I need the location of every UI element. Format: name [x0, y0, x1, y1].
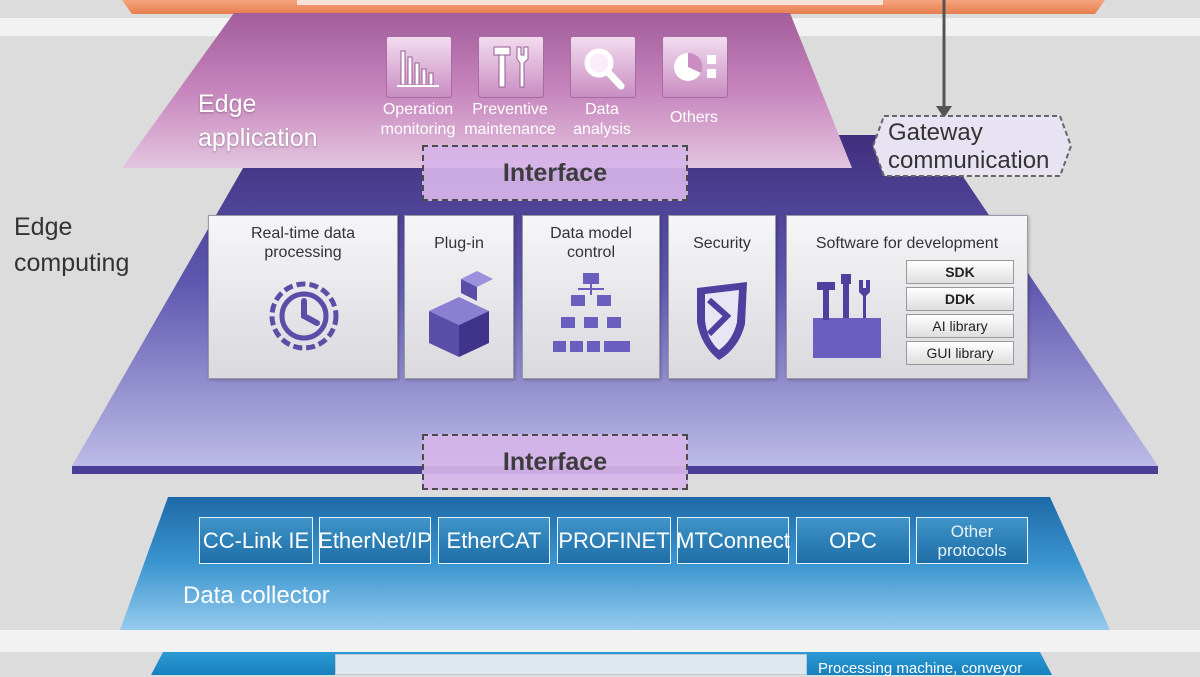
app-tile-operation-monitoring — [386, 36, 452, 98]
tools-icon — [493, 46, 529, 88]
module-title-security: Security — [693, 235, 751, 252]
app-caption-preventive-maintenance-line1: Preventive — [472, 101, 548, 118]
hierarchy-icon — [553, 273, 630, 352]
module-card-data-model: Data model control — [522, 215, 660, 379]
module-card-realtime: Real-time data processing — [208, 215, 398, 379]
app-caption-operation-monitoring-line2: monitoring — [380, 121, 456, 138]
protocol-cc-link-ie: CC-Link IE — [199, 517, 313, 564]
background-band-bottom — [0, 630, 1200, 652]
app-caption-data-analysis-line2: analysis — [573, 121, 631, 138]
data-collector-label: Data collector — [183, 582, 330, 609]
gateway-arrow-head — [936, 106, 952, 118]
interface-top: Interface — [422, 145, 688, 201]
protocol-other: Other protocols — [916, 517, 1028, 564]
protocol-ethernet-ip: EtherNet/IP — [318, 517, 432, 564]
app-caption-others: Others — [669, 109, 718, 126]
bottom-caption: Processing machine, conveyor — [818, 660, 1023, 677]
gateway-label-line2: communication — [888, 147, 1050, 174]
library-sdk: SDK — [906, 260, 1014, 284]
app-caption-preventive-maintenance-line2: maintenance — [464, 121, 556, 138]
pie-chart-icon — [674, 52, 716, 81]
bar-chart-icon — [397, 50, 439, 87]
edge-computing-label-line2: computing — [14, 249, 130, 277]
puzzle-cube-icon — [429, 271, 493, 357]
module-card-plugin: Plug-in — [404, 215, 514, 379]
protocol-ethercat: EtherCAT — [438, 517, 550, 564]
module-title-data-model-line2: control — [566, 244, 616, 261]
edge-application-label-line2: application — [198, 124, 318, 152]
interface-bottom: Interface — [422, 434, 688, 490]
app-tile-preventive-maintenance — [478, 36, 544, 98]
module-card-security: Security — [668, 215, 776, 379]
app-caption-data-analysis-line1: Data — [585, 101, 619, 118]
edge-computing-label-line1: Edge — [14, 213, 73, 241]
clock-gear-icon — [269, 281, 339, 351]
app-tile-data-analysis — [570, 36, 636, 98]
gateway-label-line1: Gateway — [888, 119, 983, 146]
protocol-profinet: PROFINET — [557, 517, 671, 564]
app-tile-others — [662, 36, 728, 98]
gateway-box — [872, 115, 1072, 177]
library-gui: GUI library — [906, 341, 1014, 365]
module-title-realtime-line2: processing — [264, 244, 342, 261]
module-title-realtime-line1: Real-time data — [250, 225, 356, 242]
app-caption-operation-monitoring-line1: Operation — [382, 101, 454, 118]
library-ddk: DDK — [906, 287, 1014, 311]
protocol-mtconnect: MTConnect — [676, 517, 790, 564]
bottom-panel — [335, 654, 807, 675]
module-title-software: Software for development — [815, 235, 999, 252]
module-title-data-model-line1: Data model — [550, 225, 632, 242]
protocol-other-line2: protocols — [937, 540, 1007, 560]
module-title-plugin: Plug-in — [434, 235, 484, 252]
protocol-opc: OPC — [796, 517, 910, 564]
edge-application-label-line1: Edge — [198, 90, 257, 118]
toolbox-icon — [813, 274, 881, 358]
top-layer-panel — [297, 0, 883, 5]
protocol-other-line1: Other — [950, 521, 994, 541]
magnifier-icon — [584, 48, 625, 90]
library-ai: AI library — [906, 314, 1014, 338]
shield-icon — [697, 282, 747, 360]
